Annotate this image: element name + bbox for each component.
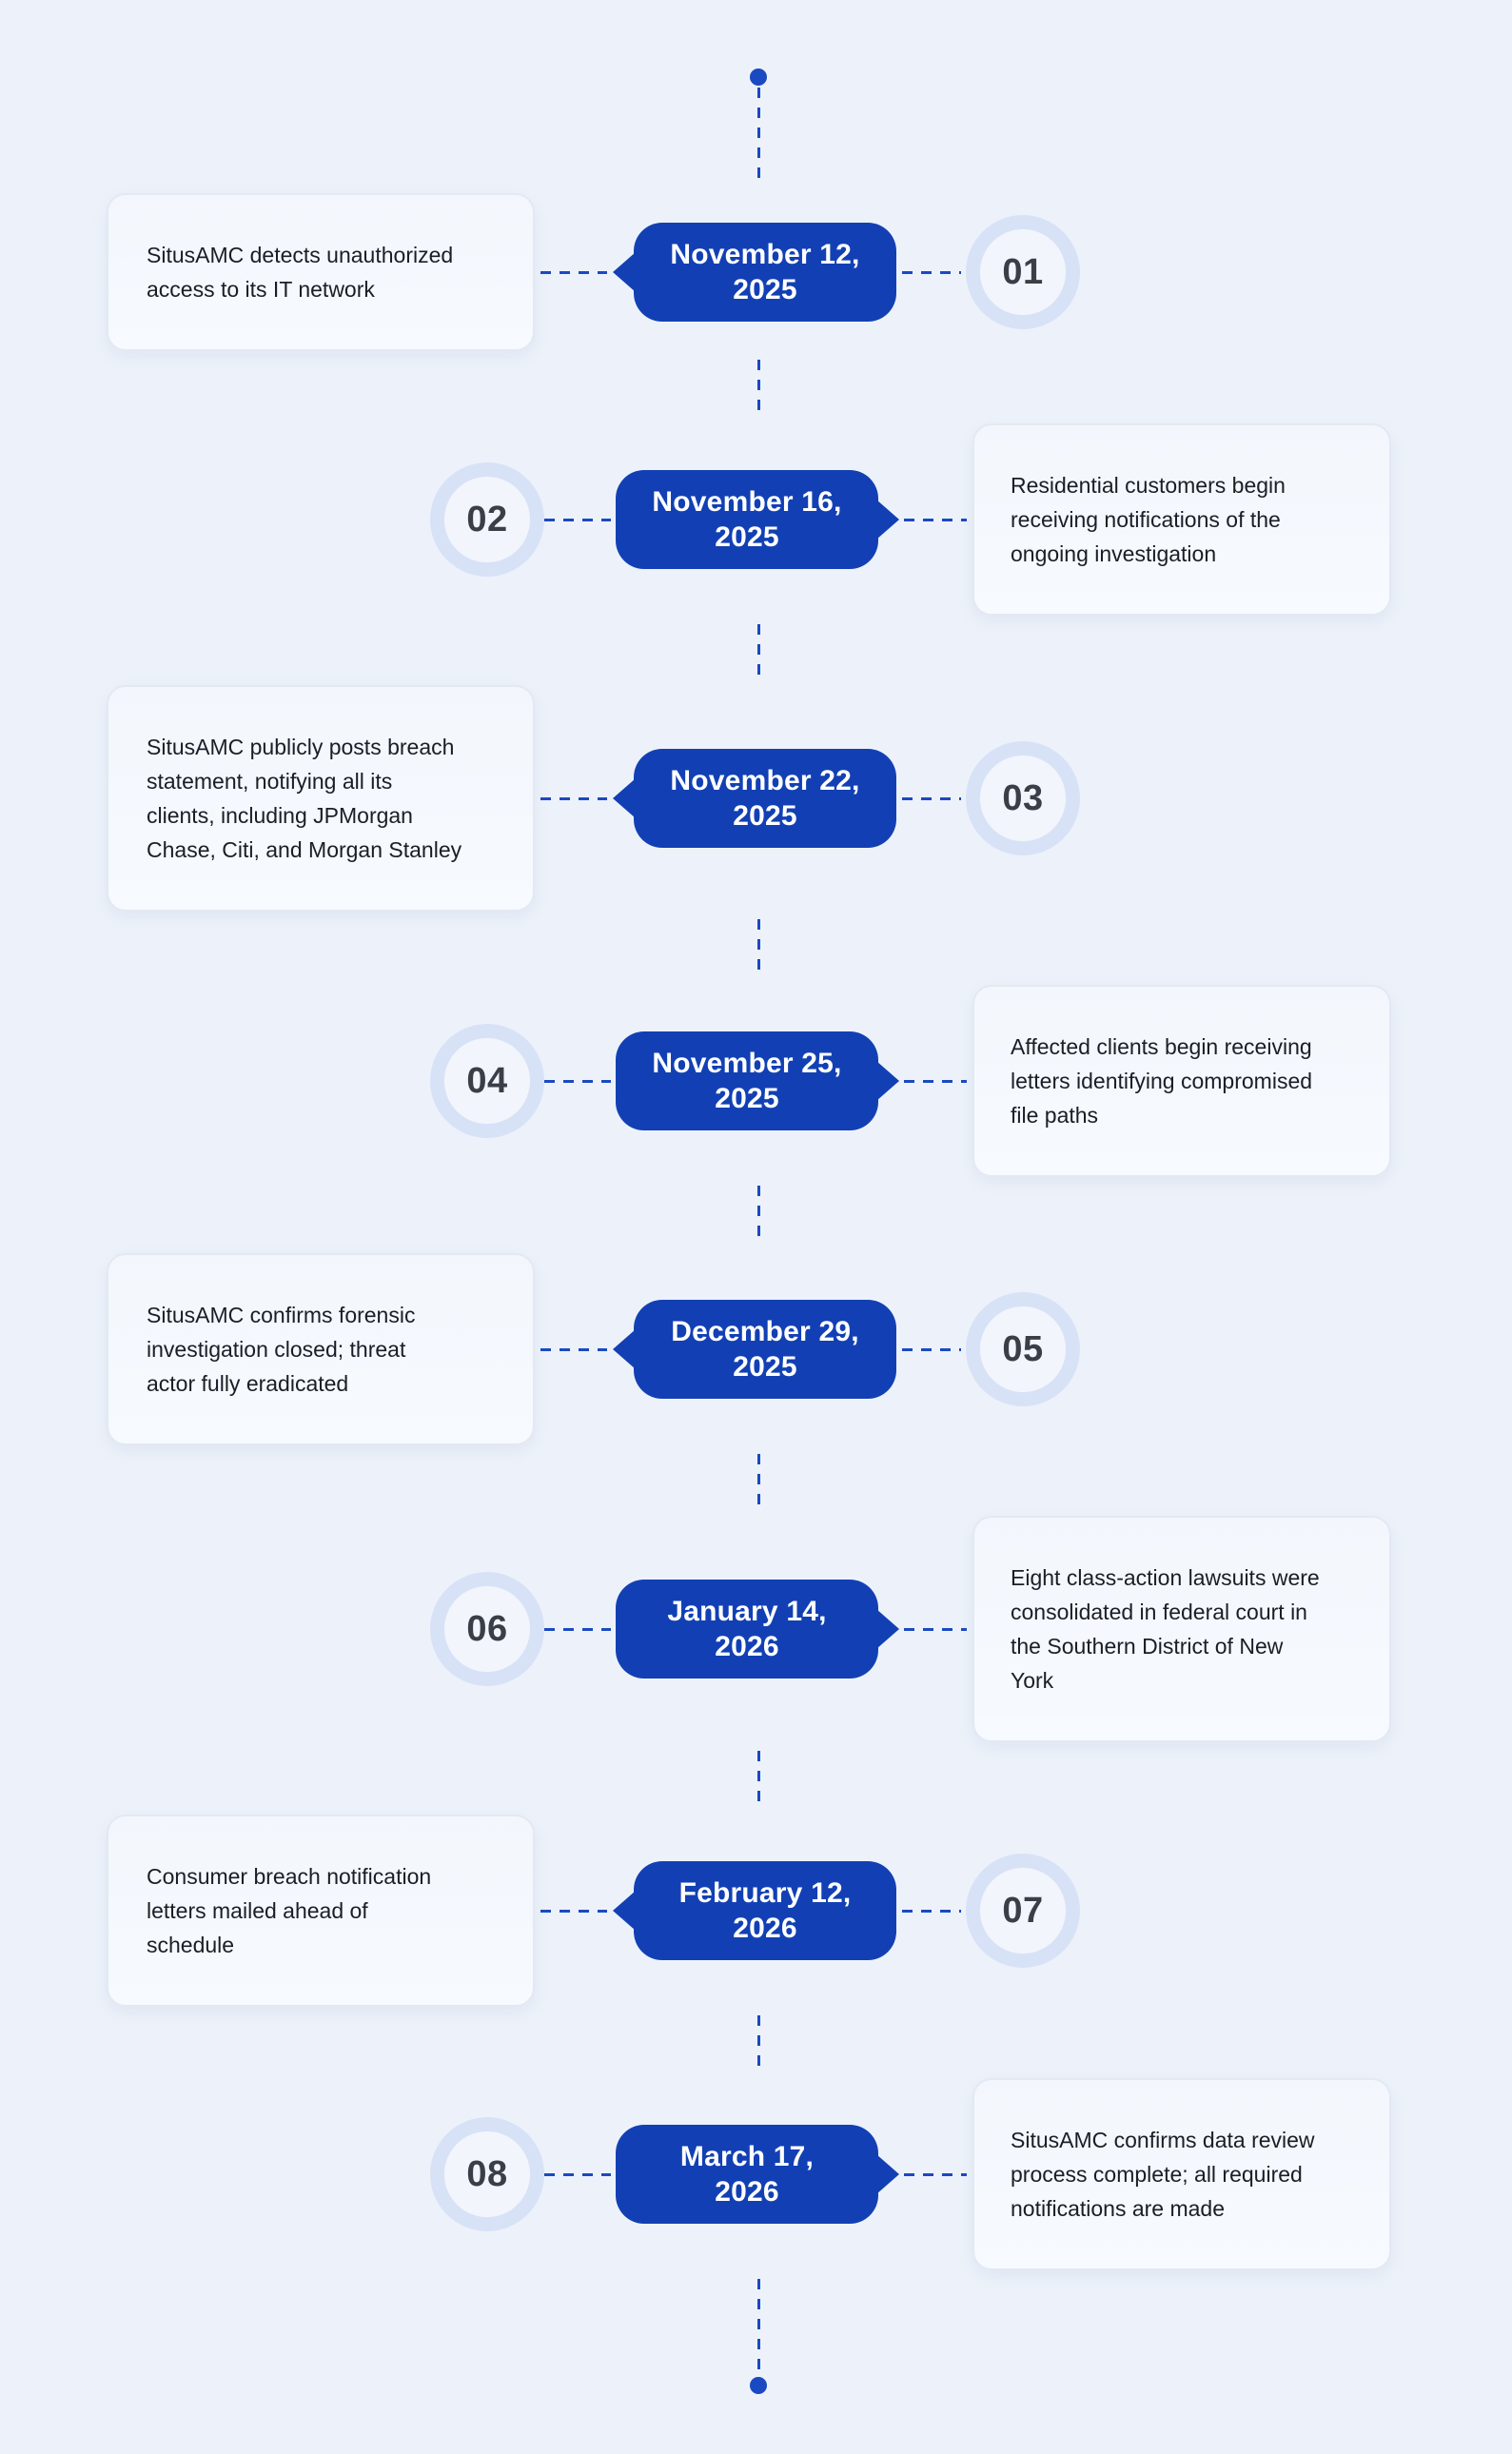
step-number-badge: 04 xyxy=(430,1024,544,1138)
horizontal-connector xyxy=(540,270,607,274)
step-number-badge: 06 xyxy=(430,1572,544,1686)
event-description: Consumer breach notification letters mai… xyxy=(147,1864,432,1957)
event-description: SitusAMC publicly posts breach statement… xyxy=(147,735,462,862)
event-date: December 29, 2025 xyxy=(671,1316,859,1383)
step-number-badge: 03 xyxy=(966,741,1080,855)
step-number: 05 xyxy=(1002,1328,1044,1369)
vertical-connector xyxy=(757,1186,760,1246)
vertical-connector xyxy=(757,624,760,678)
event-card: Consumer breach notification letters mai… xyxy=(107,1815,535,2007)
event-card: SitusAMC publicly posts breach statement… xyxy=(107,685,535,912)
step-number: 03 xyxy=(1002,777,1044,818)
event-date: November 25, 2025 xyxy=(652,1048,842,1114)
event-date-pill: March 17, 2026 xyxy=(616,2125,878,2224)
horizontal-connector xyxy=(544,1079,611,1083)
event-date: March 17, 2026 xyxy=(679,2141,815,2208)
vertical-connector xyxy=(757,919,760,977)
event-date-pill: November 12, 2025 xyxy=(634,223,896,322)
vertical-connector xyxy=(757,88,760,186)
event-description: Residential customers begin receiving no… xyxy=(1011,473,1286,566)
event-card: Eight class-action lawsuits were consoli… xyxy=(972,1516,1391,1742)
horizontal-connector xyxy=(904,1079,967,1083)
step-number-badge: 02 xyxy=(430,462,544,577)
horizontal-connector xyxy=(904,2172,967,2176)
event-description: SitusAMC confirms forensic investigation… xyxy=(147,1303,416,1396)
vertical-connector xyxy=(757,360,760,416)
horizontal-connector xyxy=(902,1347,961,1351)
event-date: November 16, 2025 xyxy=(652,486,842,553)
event-description: Affected clients begin receiving letters… xyxy=(1011,1034,1313,1128)
event-card: SitusAMC confirms data review process co… xyxy=(972,2078,1391,2270)
event-date: November 12, 2025 xyxy=(670,239,860,305)
horizontal-connector xyxy=(902,270,961,274)
vertical-connector xyxy=(757,1751,760,1807)
horizontal-connector xyxy=(540,796,607,800)
step-number: 04 xyxy=(466,1060,508,1101)
step-number: 02 xyxy=(466,499,508,540)
event-date-pill: December 29, 2025 xyxy=(634,1300,896,1399)
event-date-pill: November 22, 2025 xyxy=(634,749,896,848)
horizontal-connector xyxy=(902,796,961,800)
horizontal-connector xyxy=(904,518,967,521)
timeline-end-dot xyxy=(750,2377,767,2394)
vertical-connector xyxy=(757,2279,760,2376)
event-date-pill: November 16, 2025 xyxy=(616,470,878,569)
horizontal-connector xyxy=(540,1347,607,1351)
event-card: SitusAMC detects unauthorized access to … xyxy=(107,193,535,351)
step-number-badge: 01 xyxy=(966,215,1080,329)
step-number-badge: 05 xyxy=(966,1292,1080,1406)
vertical-connector xyxy=(757,1454,760,1509)
event-card: SitusAMC confirms forensic investigation… xyxy=(107,1253,535,1445)
event-card: Residential customers begin receiving no… xyxy=(972,423,1391,616)
event-date: November 22, 2025 xyxy=(670,765,860,832)
event-date: January 14, 2026 xyxy=(667,1596,827,1662)
timeline-start-dot xyxy=(750,69,767,86)
event-date-pill: November 25, 2025 xyxy=(616,1031,878,1130)
step-number-badge: 07 xyxy=(966,1854,1080,1968)
vertical-connector xyxy=(757,2015,760,2071)
event-description: SitusAMC detects unauthorized access to … xyxy=(147,243,454,302)
horizontal-connector xyxy=(544,518,611,521)
step-number: 08 xyxy=(466,2153,508,2194)
event-date: February 12, 2026 xyxy=(678,1877,852,1944)
horizontal-connector xyxy=(540,1909,607,1913)
step-number: 01 xyxy=(1002,251,1044,292)
horizontal-connector xyxy=(544,2172,611,2176)
horizontal-connector xyxy=(544,1627,611,1631)
horizontal-connector xyxy=(902,1909,961,1913)
step-number: 06 xyxy=(466,1608,508,1649)
step-number: 07 xyxy=(1002,1890,1044,1931)
horizontal-connector xyxy=(904,1627,967,1631)
step-number-badge: 08 xyxy=(430,2117,544,2231)
event-description: SitusAMC confirms data review process co… xyxy=(1011,2128,1315,2221)
event-date-pill: February 12, 2026 xyxy=(634,1861,896,1960)
event-description: Eight class-action lawsuits were consoli… xyxy=(1011,1565,1320,1693)
event-date-pill: January 14, 2026 xyxy=(616,1580,878,1679)
event-card: Affected clients begin receiving letters… xyxy=(972,985,1391,1177)
